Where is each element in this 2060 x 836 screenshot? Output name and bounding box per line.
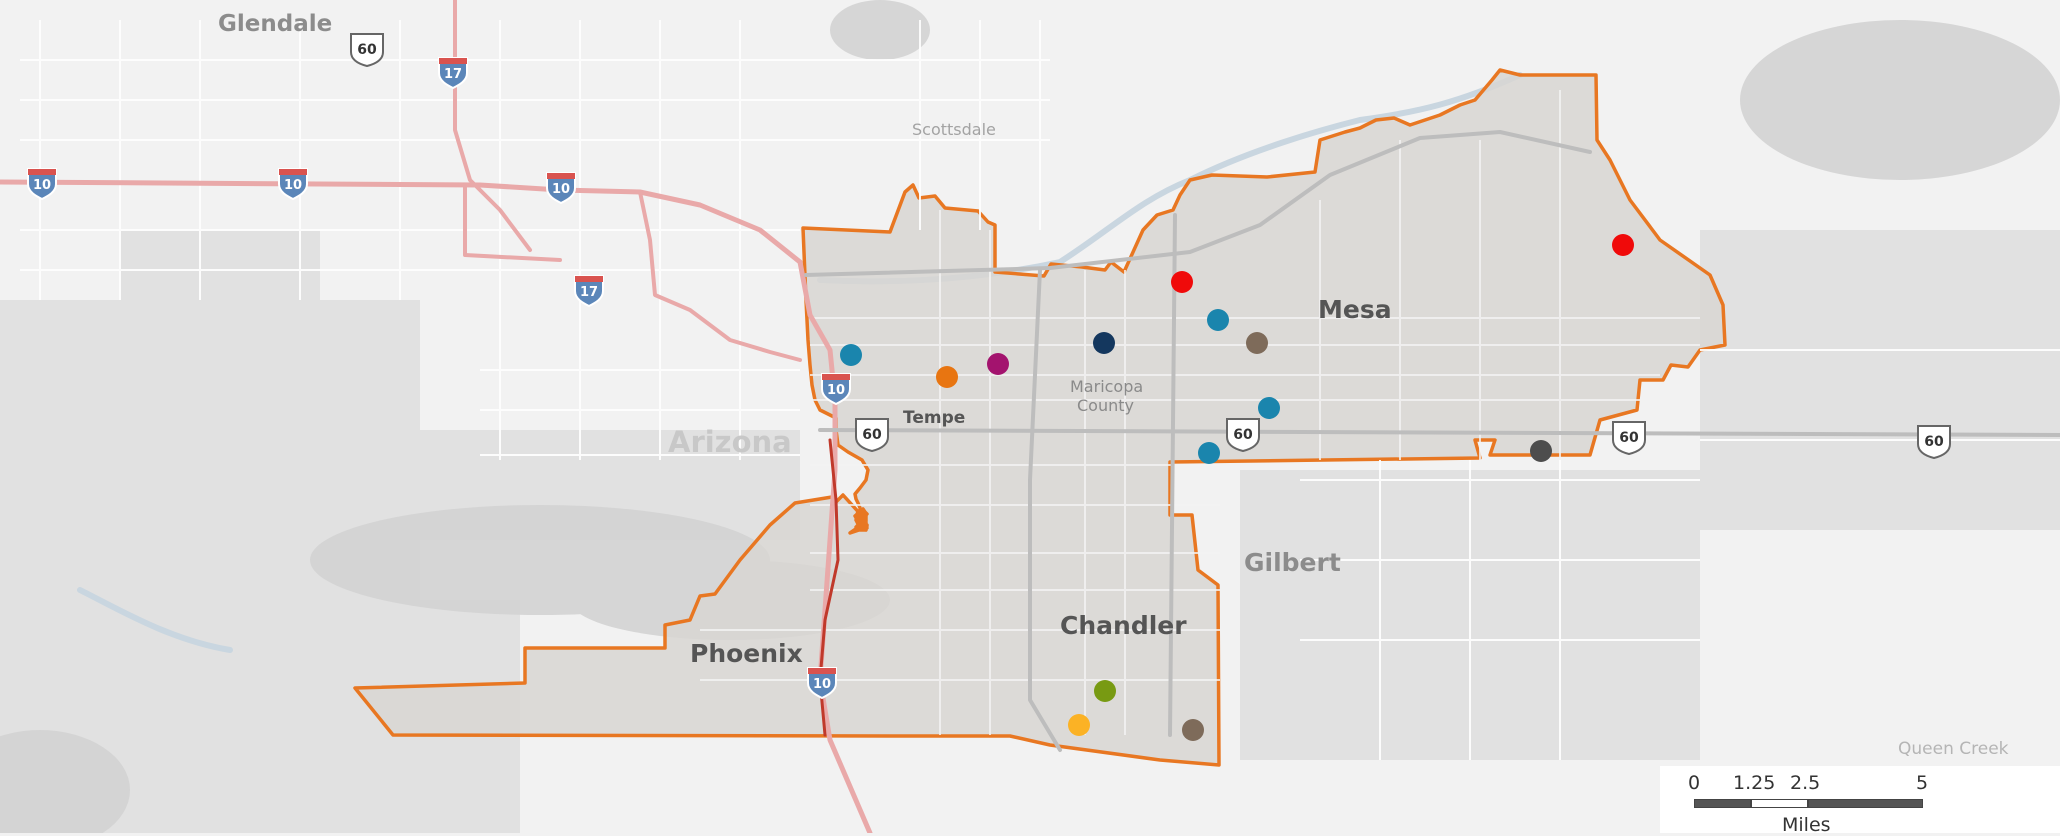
svg-text:10: 10 <box>552 182 570 197</box>
svg-text:10: 10 <box>827 383 845 398</box>
marker-green-chandler[interactable] <box>1094 680 1116 702</box>
label-mesa: Mesa <box>1318 295 1392 324</box>
i10-shield-east: 10 <box>546 172 576 204</box>
svg-text:60: 60 <box>1924 434 1944 450</box>
svg-text:60: 60 <box>862 427 882 443</box>
svg-text:60: 60 <box>357 42 377 58</box>
scale-tick-2-5: 2.5 <box>1790 772 1821 794</box>
svg-text:60: 60 <box>1233 427 1253 443</box>
label-scottsdale: Scottsdale <box>912 120 996 139</box>
marker-teal-mesa-north[interactable] <box>1207 309 1229 331</box>
marker-red-mesa-west[interactable] <box>1171 271 1193 293</box>
scale-segment-2 <box>1751 799 1808 808</box>
highway-shields: 60 60 60 60 60 17 17 10 <box>27 33 1951 699</box>
scale-segment-3 <box>1808 799 1923 808</box>
i10-shield-west: 10 <box>27 168 57 200</box>
svg-text:10: 10 <box>813 677 831 692</box>
scale-bar: 0 1.25 2.5 5 Miles <box>1660 766 2060 836</box>
svg-text:17: 17 <box>580 285 598 300</box>
scale-segment-1 <box>1694 799 1751 808</box>
label-gilbert: Gilbert <box>1244 548 1341 577</box>
location-markers[interactable] <box>840 234 1634 741</box>
marker-navy[interactable] <box>1093 332 1115 354</box>
marker-dark-gray[interactable] <box>1530 440 1552 462</box>
marker-teal-tempe-west[interactable] <box>840 344 862 366</box>
label-arizona: Arizona <box>668 425 792 459</box>
marker-yellow-chandler[interactable] <box>1068 714 1090 736</box>
scale-tick-0: 0 <box>1688 772 1701 794</box>
us60-shield-east: 60 <box>1612 421 1646 455</box>
svg-text:17: 17 <box>444 67 462 82</box>
us60-shield-mesa: 60 <box>1226 418 1260 452</box>
svg-text:10: 10 <box>284 178 302 193</box>
i10-shield-mid: 10 <box>278 168 308 200</box>
marker-teal-us60[interactable] <box>1198 442 1220 464</box>
i10-shield-tempe: 10 <box>821 373 851 405</box>
scale-units: Miles <box>1782 814 1831 836</box>
marker-brown-chandler[interactable] <box>1182 719 1204 741</box>
place-labels: Glendale Scottsdale Arizona Tempe Marico… <box>218 11 2009 759</box>
marker-teal-mesa-south[interactable] <box>1258 397 1280 419</box>
us60-shield-west: 60 <box>350 33 384 67</box>
marker-magenta[interactable] <box>987 353 1009 375</box>
marker-red-mesa-east[interactable] <box>1612 234 1634 256</box>
us60-shield-far-east: 60 <box>1917 425 1951 459</box>
us60-shield-tempe: 60 <box>855 418 889 452</box>
label-tempe: Tempe <box>903 408 965 428</box>
street-grid <box>20 20 2060 760</box>
svg-text:10: 10 <box>33 178 51 193</box>
i17-shield-south: 17 <box>574 275 604 307</box>
label-phoenix: Phoenix <box>690 639 803 668</box>
marker-brown-mesa[interactable] <box>1246 332 1268 354</box>
marker-orange-tempe[interactable] <box>936 366 958 388</box>
i17-shield-north: 17 <box>438 57 468 89</box>
scale-tick-1-25: 1.25 <box>1733 772 1776 794</box>
svg-text:60: 60 <box>1619 430 1639 446</box>
label-county-line1: Maricopa <box>1070 377 1143 396</box>
i10-shield-south: 10 <box>807 667 837 699</box>
label-county-line2: County <box>1077 396 1134 415</box>
scale-tick-5: 5 <box>1916 772 1929 794</box>
label-chandler: Chandler <box>1060 611 1187 640</box>
label-queen-creek: Queen Creek <box>1898 739 2009 759</box>
service-area-boundary <box>353 68 1727 767</box>
label-glendale: Glendale <box>218 11 332 37</box>
